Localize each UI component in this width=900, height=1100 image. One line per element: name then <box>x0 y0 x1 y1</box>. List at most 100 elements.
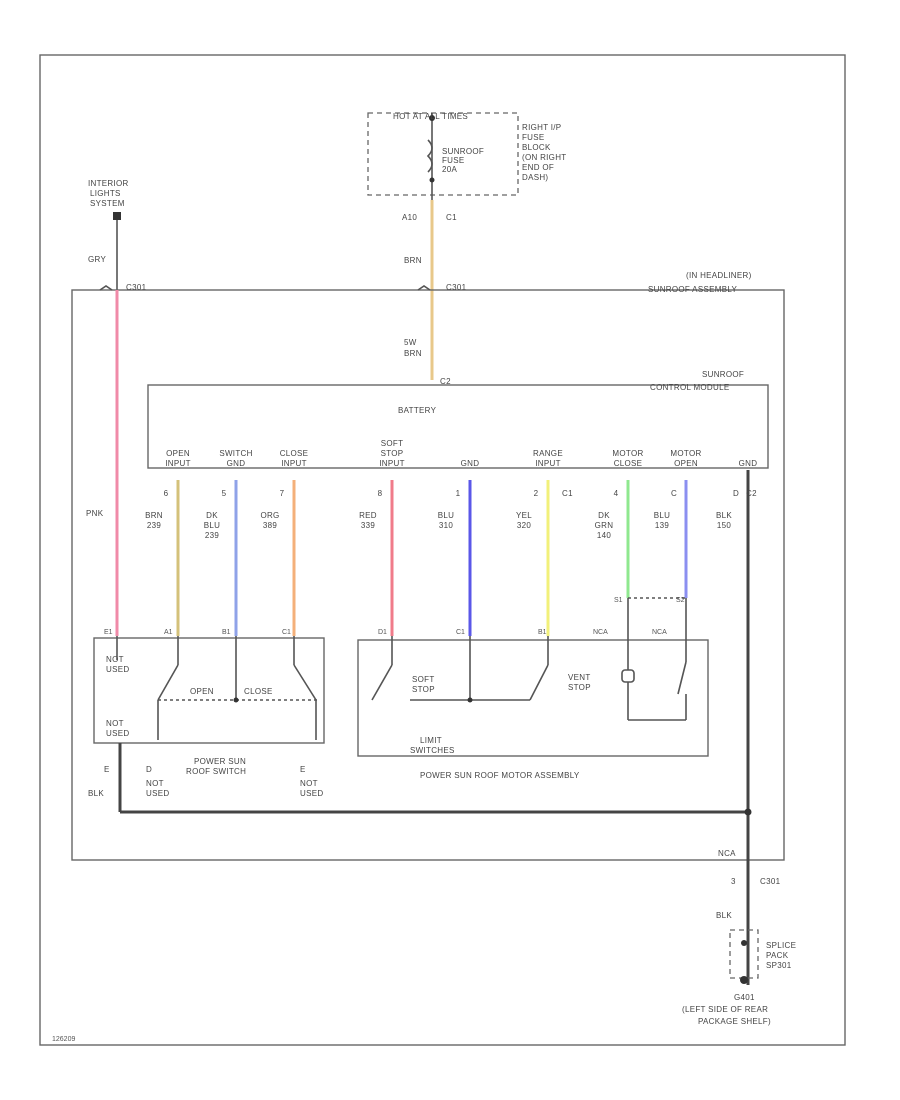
input-name-3-0: SOFT <box>381 439 404 448</box>
ground-wire-color: BLK <box>716 911 732 920</box>
input-name-5-1: INPUT <box>535 459 561 468</box>
fuse-node <box>429 177 435 183</box>
feed-connector-label: C2 <box>440 377 451 386</box>
switch-pin-e2: E <box>300 765 306 774</box>
input-name-3-1: STOP <box>381 449 404 458</box>
interior-lights-label-1: INTERIOR <box>88 179 129 188</box>
fuse-block-box <box>367 112 519 196</box>
input-wire-label-3-0: RED <box>359 511 377 520</box>
feed-wire-label-2: BRN <box>404 349 422 358</box>
fuse-label-2: FUSE <box>442 156 465 165</box>
input-pin-3: 8 <box>378 489 383 498</box>
vent-stop-label-1: VENT <box>568 673 591 682</box>
splice-s2: S2 <box>676 597 685 604</box>
fuse-terminal: A10 <box>402 213 417 222</box>
module-input-wires: OPENINPUT6BRN239SWITCHGND5DKBLU239CLOSEI… <box>145 439 757 636</box>
input-pin-5: 2 <box>534 489 539 498</box>
switch-not-used-bottom-1: NOT <box>106 719 124 728</box>
switch-close-contact <box>293 664 317 701</box>
switch-pin-e: E <box>104 765 110 774</box>
input-wire-label-2-1: 389 <box>263 521 277 530</box>
input-pin-6: 4 <box>614 489 619 498</box>
switch-pin-d: D <box>146 765 152 774</box>
input-wire-label-1-2: 239 <box>205 531 219 540</box>
switch-close-label: CLOSE <box>244 687 273 696</box>
headliner-connector: C301 <box>446 283 467 292</box>
input-wire-label-6-2: 140 <box>597 531 611 540</box>
interior-lights-label-2: LIGHTS <box>90 189 121 198</box>
pnk-label: PNK <box>86 509 104 518</box>
connector-symbol-center <box>417 285 431 291</box>
input-name-8-0: GND <box>739 459 758 468</box>
input-wire-label-1-1: BLU <box>204 521 220 530</box>
switch-common-node <box>233 697 239 703</box>
input-wire-label-1-0: DK <box>206 511 218 520</box>
switch-pin-e2-note-2: USED <box>300 789 323 798</box>
switch-name-1: POWER SUN <box>194 757 246 766</box>
input-name-6-0: MOTOR <box>612 449 643 458</box>
interior-lights-label-3: SYSTEM <box>90 199 125 208</box>
headliner-assembly-box <box>71 289 785 861</box>
input-name-1-0: SWITCH <box>219 449 252 458</box>
interior-lights-connector: C301 <box>126 283 147 292</box>
input-wire-label-8-0: BLK <box>716 511 732 520</box>
ground-nca: NCA <box>718 849 736 858</box>
switch-name-2: ROOF SWITCH <box>186 767 246 776</box>
input-name-0-1: INPUT <box>165 459 191 468</box>
splice-label-1: SPLICE <box>766 941 796 950</box>
input-wire-label-6-1: GRN <box>595 521 614 530</box>
input-name-0-0: OPEN <box>166 449 190 458</box>
motor-assembly-name: POWER SUN ROOF MOTOR ASSEMBLY <box>420 771 580 780</box>
motor-nca-1: NCA <box>593 629 608 636</box>
input-wire-label-3-1: 339 <box>361 521 375 530</box>
soft-stop-label-2: STOP <box>412 685 435 694</box>
switch-open-label: OPEN <box>190 687 214 696</box>
roof-switch-box <box>93 637 325 744</box>
switch-terminal-a1: A1 <box>164 629 173 636</box>
input-name-2-0: CLOSE <box>280 449 309 458</box>
ground-name-3: PACKAGE SHELF) <box>698 1017 771 1026</box>
interior-lights-terminal <box>113 212 121 220</box>
switch-pin-d-note-2: USED <box>146 789 169 798</box>
input-wire-label-4-1: 310 <box>439 521 453 530</box>
splice-label-3: SP301 <box>766 961 792 970</box>
fuse-symbol <box>426 139 433 173</box>
module-title-2: CONTROL MODULE <box>650 383 729 392</box>
motor-symbol <box>621 669 635 683</box>
fuse-location-5: END OF <box>522 163 554 172</box>
splice-pack-box <box>729 929 759 979</box>
ground-terminal-icon <box>740 976 748 984</box>
switch-pin-e-note: BLK <box>88 789 104 798</box>
fuse-location-3: BLOCK <box>522 143 551 152</box>
switch-terminal-e1: E1 <box>104 629 113 636</box>
input-wire-label-6-0: DK <box>598 511 610 520</box>
input-pin-7: C <box>671 489 677 498</box>
fuse-location-1: RIGHT I/P <box>522 123 561 132</box>
input-wire-label-7-0: BLU <box>654 511 670 520</box>
input-wire-label-2-0: ORG <box>260 511 279 520</box>
fuse-label-3: 20A <box>442 165 457 174</box>
input-pin-1: 5 <box>222 489 227 498</box>
input-pin-2: 7 <box>280 489 285 498</box>
battery-label: BATTERY <box>398 406 437 415</box>
input-name-7-1: OPEN <box>674 459 698 468</box>
soft-stop-label-1: SOFT <box>412 675 435 684</box>
splice-pack-node <box>741 940 747 946</box>
switch-not-used-bottom-2: USED <box>106 729 129 738</box>
switch-pin-d-note-1: NOT <box>146 779 164 788</box>
motor-nca-2: NCA <box>652 629 667 636</box>
control-module-box <box>147 384 769 469</box>
connector-symbol-left <box>99 285 113 291</box>
module-title-1: SUNROOF <box>702 370 744 379</box>
soft-stop-contact <box>371 664 393 701</box>
switch-terminal-b1: B1 <box>222 629 231 636</box>
fuse-location-2: FUSE <box>522 133 545 142</box>
motor-open-contact <box>677 661 687 695</box>
motor-terminal-d1: D1 <box>378 629 387 636</box>
fuse-connector: C1 <box>446 213 457 222</box>
splice-s1: S1 <box>614 597 623 604</box>
input-wire-label-0-1: 239 <box>147 521 161 530</box>
input-name-2-1: INPUT <box>281 459 307 468</box>
fuse-label-1: SUNROOF <box>442 147 484 156</box>
switch-terminal-c1: C1 <box>282 629 291 636</box>
